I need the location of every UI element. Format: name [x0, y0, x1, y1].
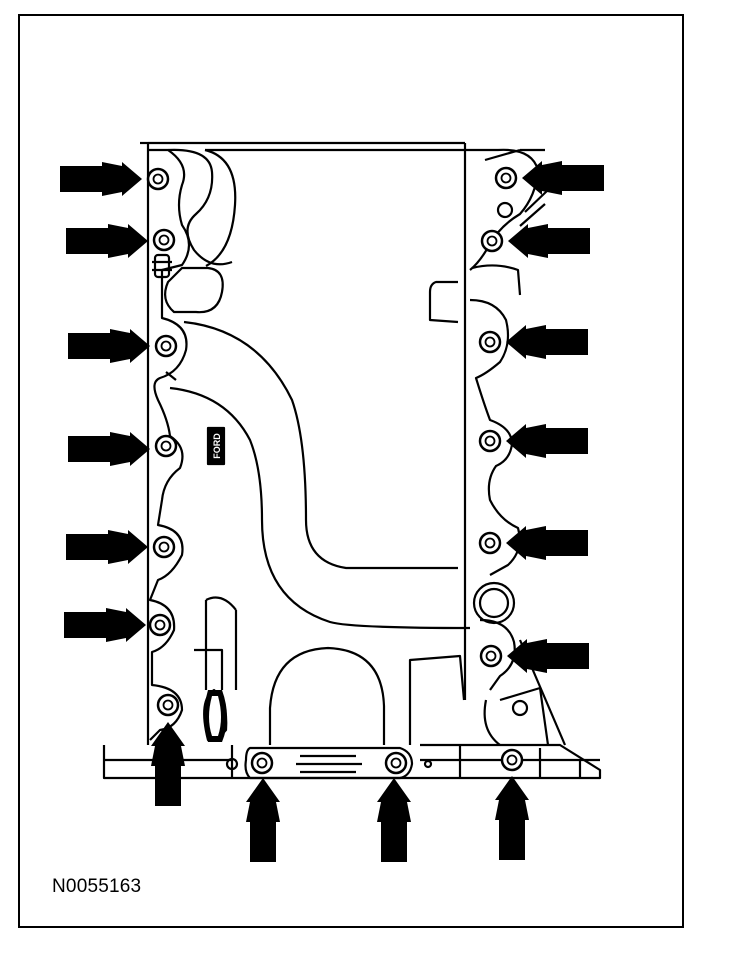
bolt-bottom-1	[156, 693, 180, 717]
bolt-right-1	[494, 166, 518, 190]
bolt-right-2	[480, 229, 504, 253]
bolt-right-4	[478, 429, 502, 453]
arrow-left-6	[64, 608, 146, 642]
bottom-strap-plate	[244, 746, 414, 780]
bolt-left-6	[148, 613, 172, 637]
left-flange	[148, 148, 191, 741]
right-arrows	[506, 161, 604, 673]
arrow-right-4	[506, 424, 588, 458]
arrow-right-2	[508, 224, 590, 258]
bottom-arrows	[151, 722, 529, 862]
bolt-bottom-4	[500, 748, 524, 772]
arrow-left-5	[66, 530, 148, 564]
figure-id-label: N0055163	[52, 876, 142, 897]
arrow-bottom-3	[377, 778, 411, 862]
arrow-left-2	[66, 224, 148, 258]
arrow-bottom-2	[246, 778, 280, 862]
bolt-left-1	[146, 167, 170, 191]
bolt-left-5	[152, 535, 176, 559]
arrow-left-3	[68, 329, 150, 363]
baffle-channel	[183, 320, 458, 570]
bolt-left-3	[154, 334, 178, 358]
arrow-bottom-4	[495, 776, 529, 860]
right-flange	[469, 264, 522, 691]
bolt-right-3	[478, 330, 502, 354]
casting-mark-text: FORD	[212, 433, 222, 459]
left-bolts	[146, 167, 178, 637]
bolt-left-4	[154, 434, 178, 458]
pan-base-rail	[102, 743, 602, 780]
arrow-right-3	[506, 325, 588, 359]
bolt-right-6	[479, 644, 503, 668]
arrow-right-6	[507, 639, 589, 673]
arrow-left-4	[68, 432, 150, 466]
arrow-left-1	[60, 162, 142, 196]
casting-mark-box	[206, 426, 226, 466]
bolt-bottom-2	[250, 751, 274, 775]
bolt-left-2	[152, 228, 176, 252]
bolt-bottom-3	[384, 751, 408, 775]
figure-frame	[18, 14, 684, 928]
bolt-right-5	[478, 531, 502, 555]
left-arrows	[60, 162, 150, 642]
